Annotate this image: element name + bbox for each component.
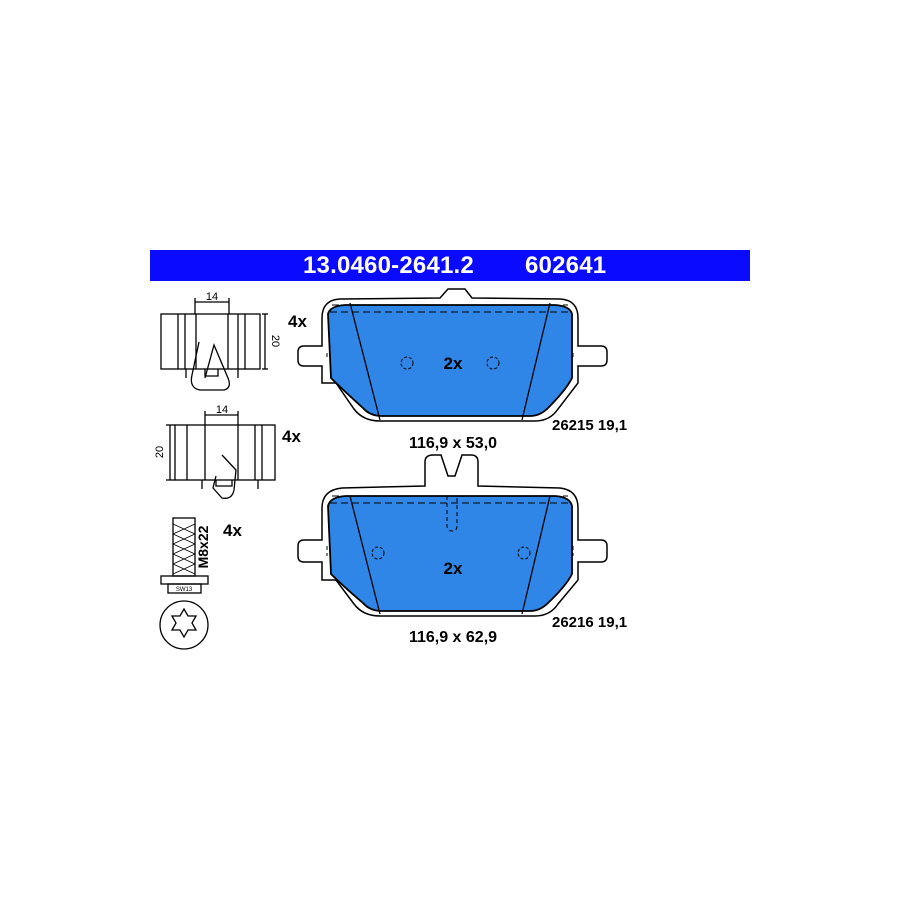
clip-a-body bbox=[160, 313, 261, 370]
clip-b-height-label: 20 bbox=[154, 446, 166, 458]
torx-drive-icon bbox=[170, 607, 198, 639]
part-number: 13.0460-2641.2 bbox=[303, 252, 474, 279]
clip-b-quantity: 4x bbox=[282, 427, 301, 446]
clip-b-width-label: 14 bbox=[216, 404, 228, 416]
pad-1 bbox=[297, 288, 608, 422]
pad-1-chamfer-lines bbox=[349, 302, 551, 421]
clip-a-tabs bbox=[185, 369, 239, 378]
pad-1-hole-left bbox=[400, 356, 414, 370]
bolt-head-top-view bbox=[159, 600, 209, 650]
pad-2-dashed-side-marks bbox=[326, 546, 574, 556]
pad-2-code: 26216 19,1 bbox=[552, 614, 627, 631]
pad-1-quantity: 2x bbox=[444, 354, 463, 373]
bolt-head-label: SW13 bbox=[176, 587, 193, 593]
bolt-quantity: 4x bbox=[223, 521, 242, 540]
pad-1-dimensions: 116,9 x 53,0 bbox=[409, 435, 497, 452]
pad-2 bbox=[297, 454, 608, 617]
clip-a-quantity: 4x bbox=[288, 312, 307, 331]
clip-b-tabs bbox=[201, 480, 259, 489]
pad-2-hole-left bbox=[371, 546, 385, 560]
reference-number: 602641 bbox=[525, 252, 607, 279]
clip-a-spring-wire bbox=[190, 341, 230, 391]
pad-2-dimensions: 116,9 x 62,9 bbox=[409, 629, 497, 646]
bolt-thread-hatching bbox=[172, 523, 196, 575]
pad-2-backing-plate bbox=[297, 454, 608, 617]
clip-a bbox=[160, 298, 268, 391]
pad-1-dashed-side-marks bbox=[326, 353, 574, 360]
clip-a-height-label: 20 bbox=[269, 335, 281, 347]
clip-b bbox=[166, 411, 276, 499]
clip-b-body bbox=[174, 424, 276, 481]
pad-2-hole-right bbox=[517, 546, 531, 560]
pad-1-backing-plate bbox=[297, 288, 608, 422]
clip-a-width-label: 14 bbox=[206, 291, 218, 303]
header-bar: 13.0460-2641.2 602641 bbox=[150, 250, 750, 281]
bolt-thread-label: M8x22 bbox=[195, 525, 211, 568]
pad-2-wear-sensor-slot bbox=[446, 496, 458, 532]
pad-2-quantity: 2x bbox=[444, 559, 463, 578]
pad-1-hole-right bbox=[486, 356, 500, 370]
bolt bbox=[159, 517, 209, 650]
bolt-flange bbox=[160, 575, 209, 585]
bolt-shank bbox=[172, 517, 196, 577]
pad-1-code: 26215 19,1 bbox=[552, 417, 627, 434]
bolt-head bbox=[167, 583, 202, 594]
pad-2-chamfer-lines bbox=[349, 495, 551, 615]
clip-b-spring-wire bbox=[212, 454, 237, 499]
pad-1-friction-material bbox=[327, 304, 573, 417]
pad-2-friction-material bbox=[327, 495, 573, 612]
